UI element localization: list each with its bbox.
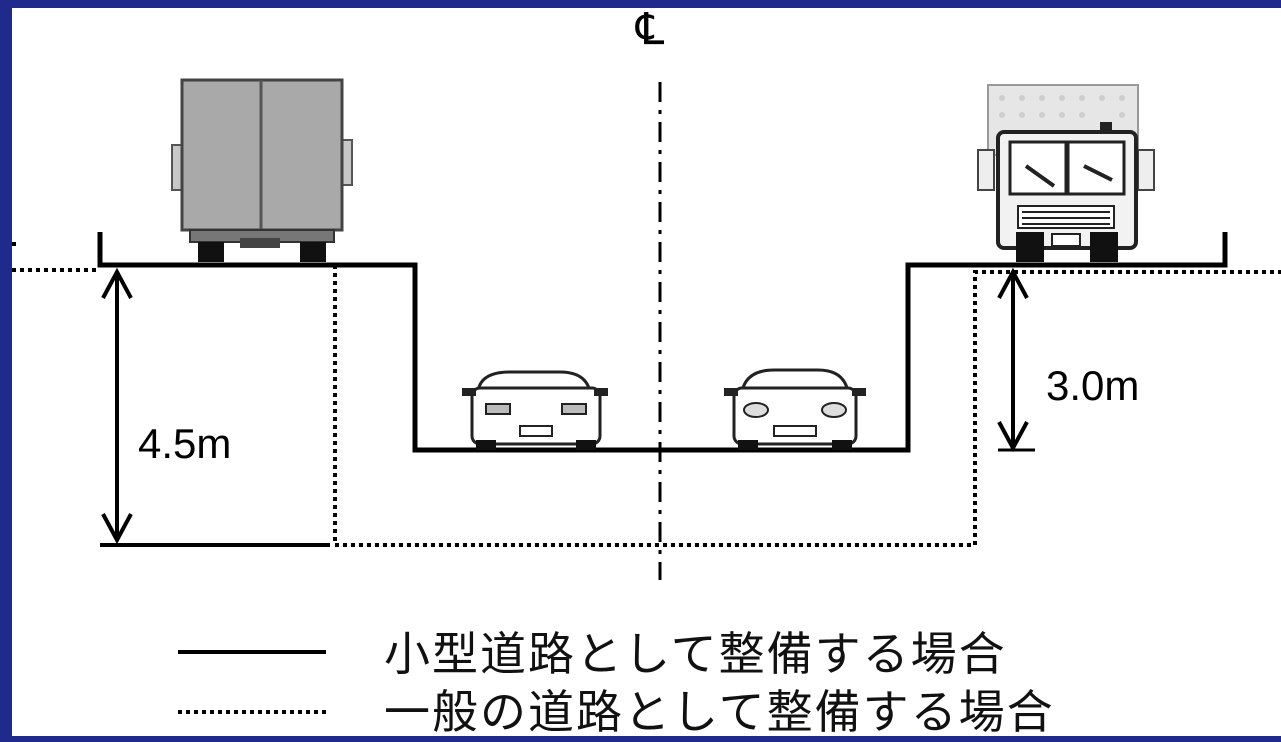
right-dimension-arrow: [997, 267, 1029, 453]
left-car-illustration: [462, 370, 608, 450]
compact-road-profile: [97, 232, 1228, 453]
left-dimension-label: 4.5m: [138, 420, 232, 467]
right-truck-illustration: [977, 84, 1155, 262]
general-road-profile: [12, 242, 1281, 547]
left-dimension-arrow: [101, 267, 133, 545]
legend-dotted-label: 一般の道路として整備する場合: [384, 685, 1055, 739]
centerline-symbol: ℄: [636, 5, 665, 54]
right-dimension-label: 3.0m: [1046, 362, 1140, 409]
legend-solid-label: 小型道路として整備する場合: [384, 627, 1007, 681]
left-truck-illustration: [171, 78, 353, 262]
right-car-illustration: [724, 368, 866, 450]
